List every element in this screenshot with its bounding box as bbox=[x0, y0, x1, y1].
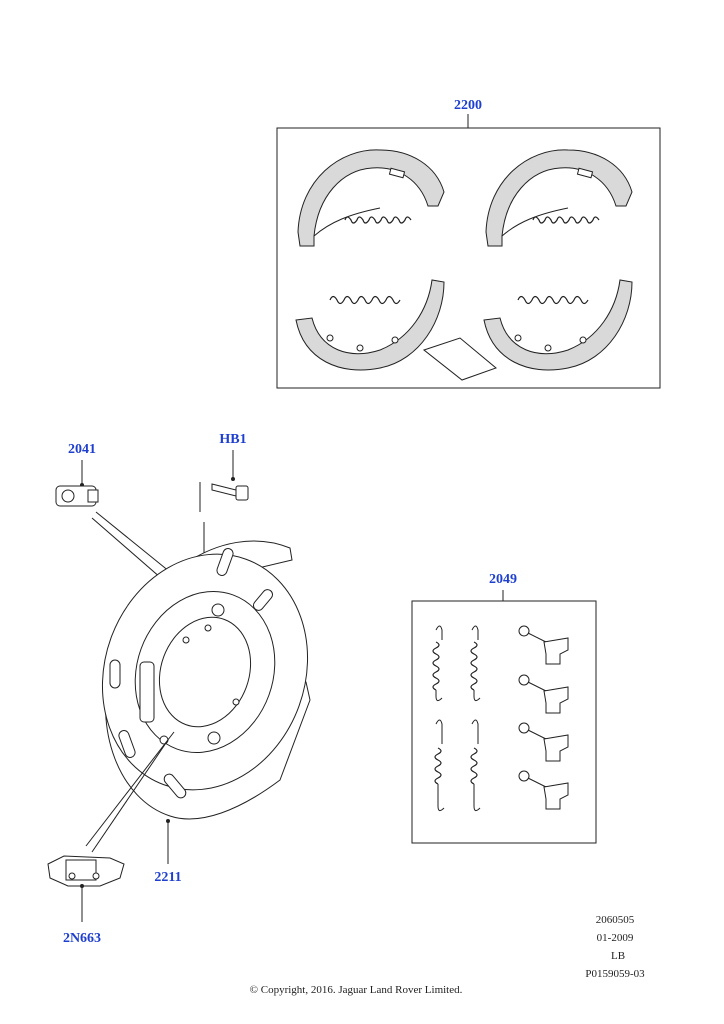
hold-down-pin-3 bbox=[518, 722, 569, 762]
spring-kit-group: 2049 bbox=[411, 572, 597, 844]
spring-lower-left bbox=[329, 295, 401, 305]
brake-shoe-lower-right bbox=[483, 279, 633, 371]
brake-shoe-lower-left bbox=[295, 279, 445, 371]
backing-plate bbox=[101, 553, 309, 791]
reference-line-3: LB bbox=[611, 950, 625, 962]
return-spring-3 bbox=[434, 719, 445, 812]
callout-backing-plate[interactable]: 2211 bbox=[154, 870, 181, 885]
spring-kit-box bbox=[411, 600, 597, 844]
backing-plate-group: 2211 bbox=[85, 540, 311, 885]
return-spring-1 bbox=[432, 625, 443, 702]
actuator-group: 2N663 bbox=[47, 855, 125, 946]
sensor-group: 2041 bbox=[55, 442, 213, 613]
spring-upper-right bbox=[532, 216, 600, 224]
callout-sensor[interactable]: 2041 bbox=[68, 442, 96, 457]
reference-line-4: P0159059-03 bbox=[585, 968, 645, 980]
actuator-part bbox=[47, 855, 125, 887]
brake-shoe-upper-left bbox=[297, 149, 445, 247]
hold-down-pin-4 bbox=[518, 770, 569, 810]
callout-bolt[interactable]: HB1 bbox=[219, 432, 246, 447]
grease-sachet bbox=[422, 337, 497, 381]
hold-down-pin-2 bbox=[518, 674, 569, 714]
spring-lower-right bbox=[517, 295, 589, 305]
bolt-part bbox=[211, 483, 249, 501]
shoe-kit-group: 2200 bbox=[276, 98, 661, 389]
return-spring-2 bbox=[470, 625, 481, 702]
brake-shoe-upper-right bbox=[485, 149, 633, 247]
callout-shoe-kit[interactable]: 2200 bbox=[454, 98, 482, 113]
reference-block: 2060505 01-2009 LB P0159059-03 bbox=[585, 914, 645, 980]
hold-down-pin-1 bbox=[518, 625, 569, 665]
callout-actuator[interactable]: 2N663 bbox=[63, 931, 101, 946]
reference-line-1: 2060505 bbox=[596, 914, 635, 926]
spring-upper-left bbox=[344, 216, 412, 224]
callout-spring-kit[interactable]: 2049 bbox=[489, 572, 517, 587]
reference-line-2: 01-2009 bbox=[597, 932, 634, 944]
sensor-part bbox=[55, 485, 99, 507]
copyright-text: © Copyright, 2016. Jaguar Land Rover Lim… bbox=[250, 984, 463, 996]
return-spring-4 bbox=[470, 719, 481, 812]
